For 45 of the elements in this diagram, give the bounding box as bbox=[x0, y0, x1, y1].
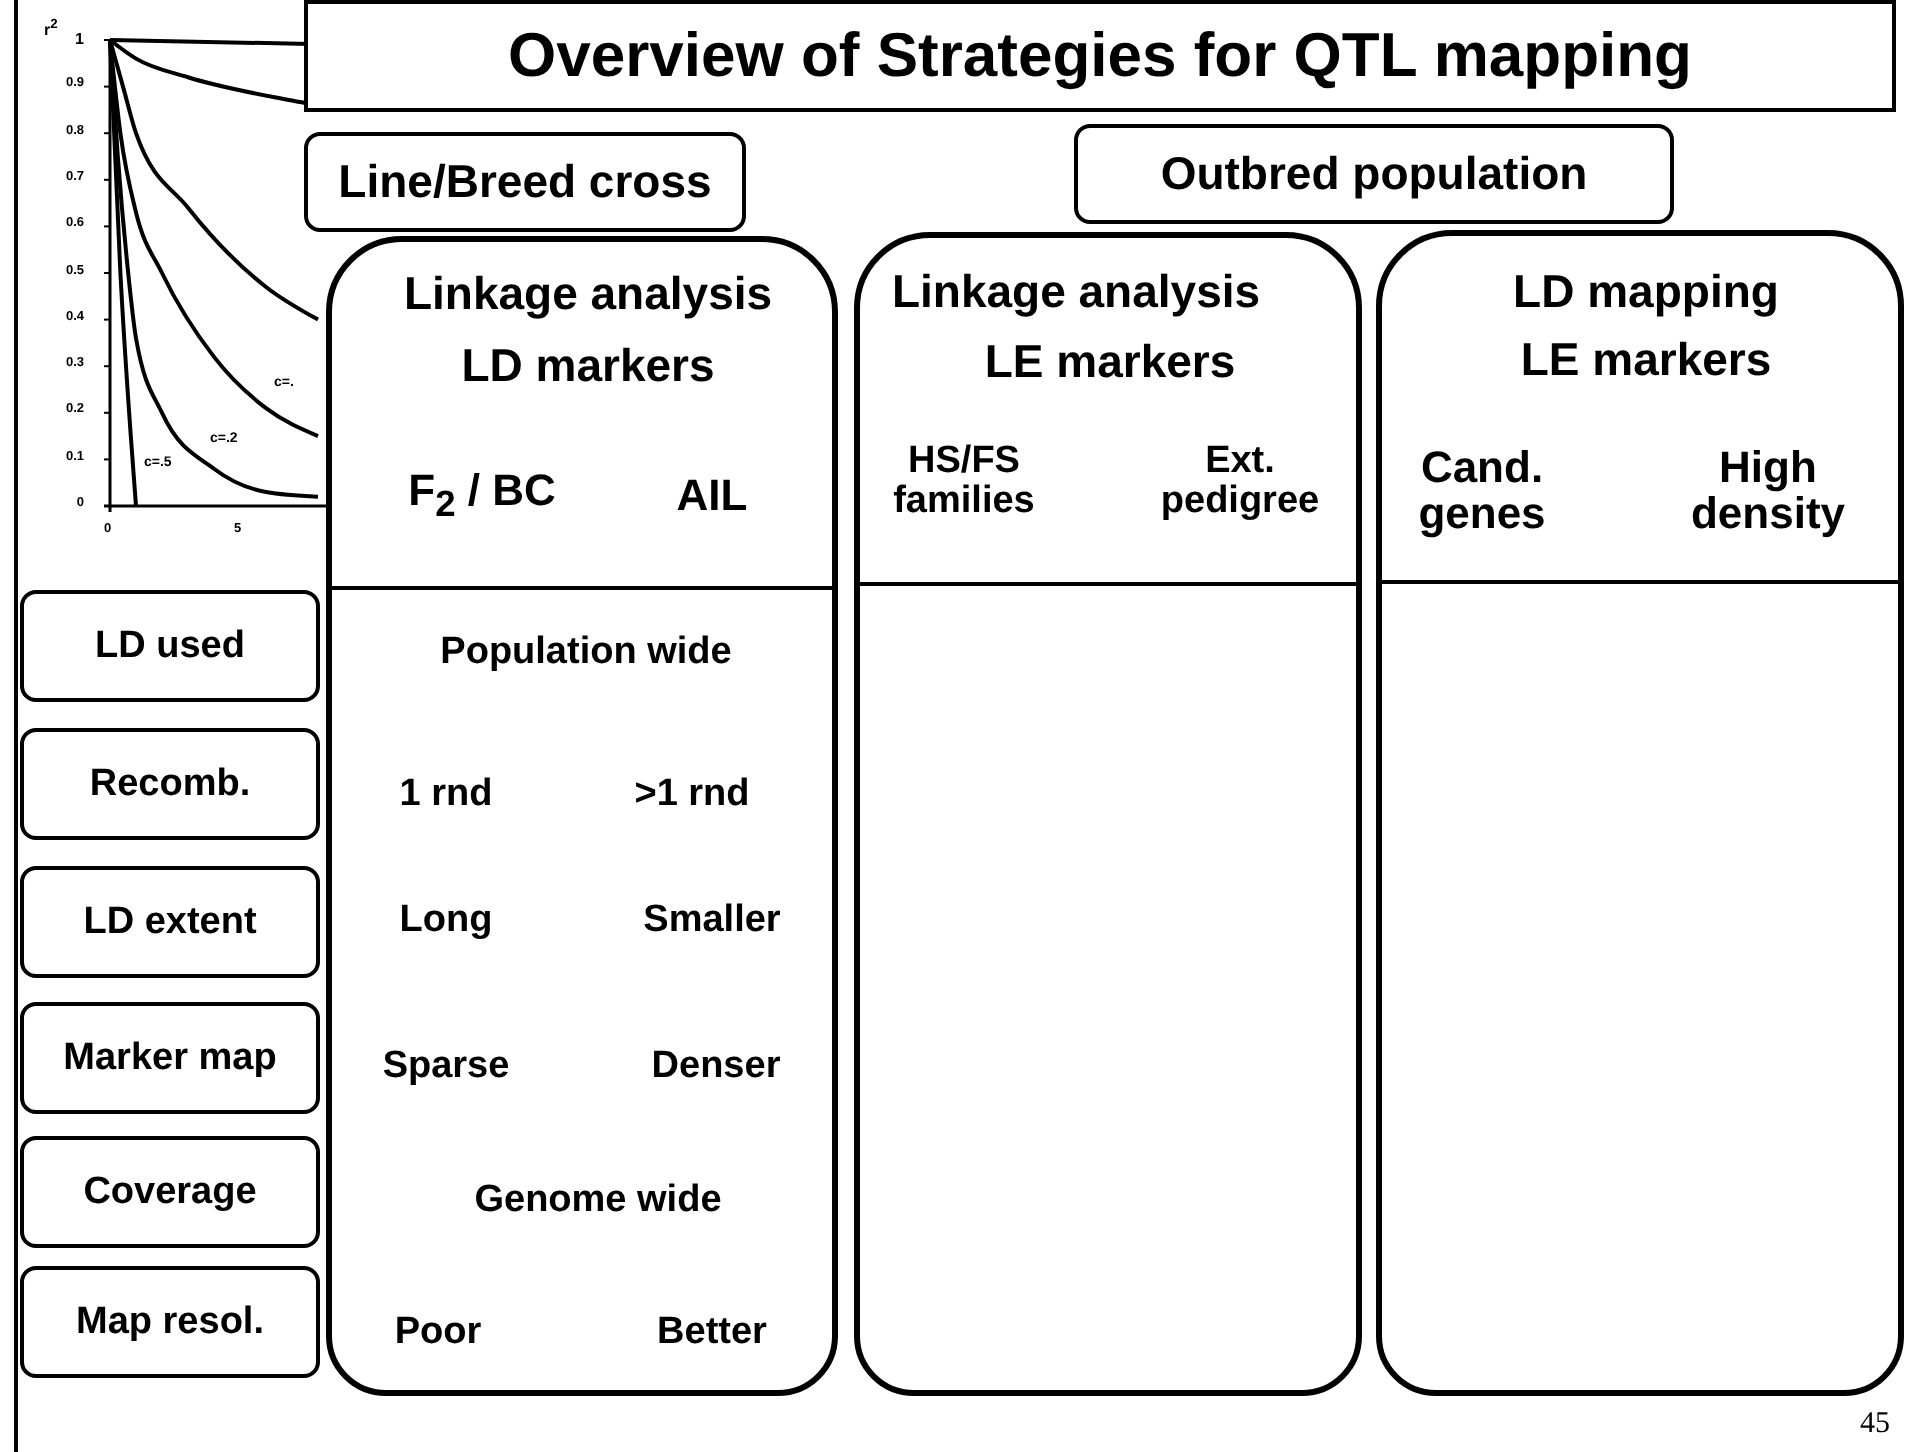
axis-label: r$^{2}$ bbox=[44, 20, 58, 40]
column-heading: LE markers bbox=[1520, 337, 1772, 383]
subcolumn-heading: F$_{2}$ / BC bbox=[408, 469, 556, 523]
table-cell-text: 1 rnd bbox=[399, 775, 493, 813]
strategy-column bbox=[326, 236, 838, 1396]
subcolumn-heading: High density bbox=[1688, 443, 1848, 537]
column-heading: Linkage analysis bbox=[403, 271, 773, 317]
table-cell-text: Smaller bbox=[643, 901, 781, 939]
row-label: Marker map bbox=[63, 1039, 277, 1077]
row-label: Map resol. bbox=[76, 1303, 264, 1341]
subcolumn-heading: HS/FS families bbox=[891, 442, 1037, 522]
column-heading: LE markers bbox=[984, 339, 1236, 385]
row-label-box bbox=[20, 866, 320, 978]
title: Overview of Strategies for QTL mapping bbox=[304, 0, 1896, 112]
group-heading: Line/Breed cross bbox=[338, 159, 712, 205]
row-label: LD used bbox=[95, 627, 245, 665]
row-label-box bbox=[20, 728, 320, 840]
subcolumn-heading: Cand. genes bbox=[1416, 443, 1548, 537]
column-heading: LD mapping bbox=[1513, 269, 1779, 315]
column-heading: LD markers bbox=[461, 343, 715, 389]
table-cell-text: Long bbox=[399, 901, 493, 939]
table-cell-text: >1 rnd bbox=[634, 775, 750, 813]
row-label-box bbox=[20, 590, 320, 702]
row-label: LD extent bbox=[83, 903, 257, 941]
strategy-column bbox=[854, 232, 1362, 1396]
row-label-box bbox=[20, 1002, 320, 1114]
row-label-box bbox=[20, 1266, 320, 1378]
group-heading: Outbred population bbox=[1160, 151, 1588, 197]
table-cell-text: Poor bbox=[394, 1313, 482, 1351]
subcolumn-heading: AIL bbox=[676, 474, 748, 518]
row-label: Coverage bbox=[83, 1173, 257, 1211]
subcolumn-heading: Ext. pedigree bbox=[1158, 442, 1322, 522]
table-cell-text: Denser bbox=[651, 1047, 781, 1085]
page-number: 45 bbox=[1860, 1410, 1890, 1440]
row-label: Recomb. bbox=[89, 765, 251, 803]
table-cell-text: Better bbox=[657, 1313, 767, 1351]
table-cell-text: Genome wide bbox=[474, 1181, 722, 1219]
heading-box bbox=[304, 132, 746, 232]
heading-box bbox=[1074, 124, 1674, 224]
table-cell-text: Sparse bbox=[382, 1047, 510, 1085]
row-label-box bbox=[20, 1136, 320, 1248]
strategy-column bbox=[1376, 230, 1904, 1396]
column-heading: Linkage analysis bbox=[891, 269, 1261, 315]
tick-label: 1 bbox=[75, 32, 84, 48]
table-cell-text: Population wide bbox=[440, 633, 732, 671]
